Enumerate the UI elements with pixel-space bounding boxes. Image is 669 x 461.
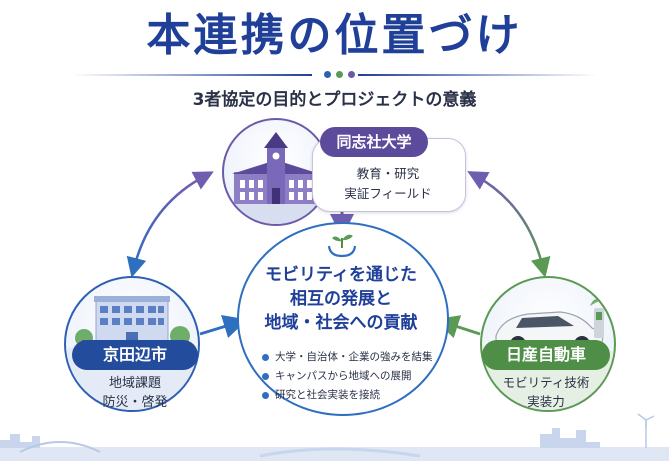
- bullet-dot: [262, 392, 269, 399]
- city-role-1: 地域課題: [108, 376, 161, 391]
- bullet-text: 研究と社会実装を接続: [275, 389, 380, 401]
- company-role-1: モビリティ技術: [502, 375, 590, 390]
- center-heading-line-1: モビリティを通じた: [265, 265, 417, 285]
- arrow-company-center: [434, 315, 481, 339]
- center-heading-line-2: 相互の発展と: [290, 289, 392, 309]
- university-role-2: 実証フィールド: [344, 186, 432, 201]
- title-dot-purple: [348, 71, 355, 78]
- bullet-dot: [262, 354, 269, 361]
- company-role-2: 実装力: [527, 394, 565, 409]
- arrow-city-university: [126, 171, 214, 278]
- list-item: キャンパスから地域への展開: [262, 367, 440, 386]
- page-subtitle: 3者協定の目的とプロジェクトの意義: [192, 90, 477, 110]
- center-heading-line-3: 地域・社会への貢献: [264, 313, 418, 333]
- university-name-badge: 同志社大学: [320, 127, 428, 157]
- list-item: 大学・自治体・企業の強みを結集: [262, 348, 440, 367]
- university-building-icon: [224, 132, 328, 224]
- city-role-2: 防災・啓発: [102, 395, 168, 410]
- center-bullet-list: 大学・自治体・企業の強みを結集 キャンパスから地域への展開 研究と社会実装を接続: [262, 348, 440, 405]
- bullet-text: 大学・自治体・企業の強みを結集: [275, 351, 433, 363]
- arrow-university-company: [467, 171, 551, 278]
- list-item: 研究と社会実装を接続: [262, 386, 440, 405]
- title-rule-left: [72, 74, 312, 76]
- page-title: 本連携の位置づけ: [146, 10, 523, 61]
- arrow-city-center: [199, 315, 248, 338]
- title-rule-right: [358, 74, 598, 76]
- university-role-1: 教育・研究: [356, 166, 420, 181]
- hands-sprout-icon: [327, 234, 357, 258]
- company-name-badge: 日産自動車: [482, 340, 610, 370]
- city-name-badge: 京田辺市: [72, 340, 198, 370]
- bullet-text: キャンパスから地域への展開: [275, 370, 412, 382]
- title-dot-blue: [324, 71, 331, 78]
- title-dot-green: [336, 71, 343, 78]
- skyline-decoration: [0, 413, 669, 461]
- center-goal-circle: [237, 222, 449, 416]
- bullet-dot: [262, 373, 269, 380]
